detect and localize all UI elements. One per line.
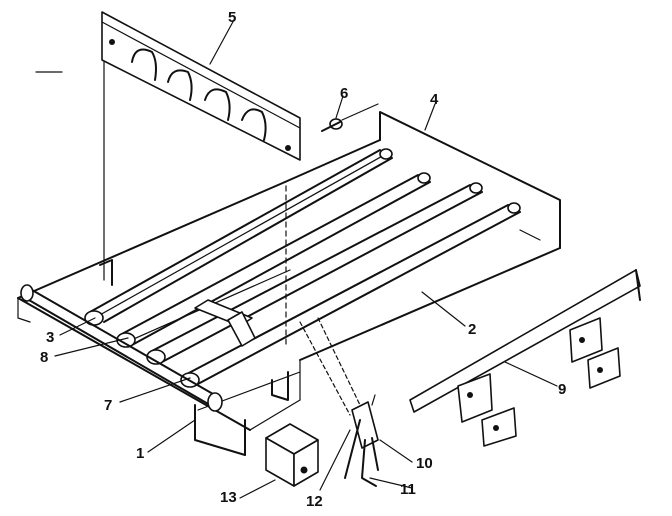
- callout-13: 13: [220, 489, 237, 506]
- ignitor-module: [265, 423, 319, 487]
- callout-5: 5: [228, 9, 236, 26]
- callout-7: 7: [104, 397, 112, 414]
- burner-tubes: [84, 148, 521, 388]
- callout-10: 10: [416, 455, 433, 472]
- heat-shield: [99, 11, 301, 286]
- screw-part-6: [321, 103, 379, 132]
- callout-9: 9: [558, 381, 566, 398]
- callout-2: 2: [468, 321, 476, 338]
- support-channel: [409, 269, 641, 447]
- gas-manifold: [20, 284, 223, 412]
- burner-tray: [17, 111, 561, 456]
- callout-12: 12: [306, 493, 323, 510]
- callout-11: 11: [400, 481, 416, 498]
- callout-8: 8: [40, 349, 48, 366]
- leader-lines: [54, 17, 558, 499]
- callout-labels: 5 6 4 2 9 10 11 12 13 1 3 8 7: [40, 9, 566, 510]
- callout-6: 6: [340, 85, 348, 102]
- crossover-bracket: [194, 299, 256, 347]
- callout-4: 4: [430, 91, 439, 108]
- spark-electrode: [299, 317, 379, 487]
- callout-1: 1: [136, 445, 144, 462]
- callout-3: 3: [46, 329, 54, 346]
